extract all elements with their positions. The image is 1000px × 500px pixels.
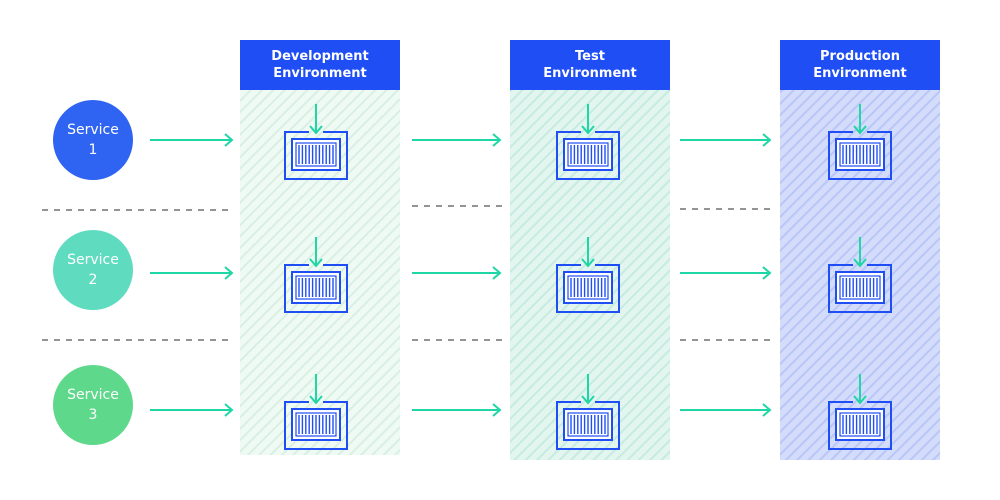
shipping-container-icon (556, 374, 620, 450)
shipping-container-icon (828, 104, 892, 180)
shipping-container-icon (284, 104, 348, 180)
arrow-right-icon (150, 266, 234, 280)
arrow-right-icon (680, 266, 772, 280)
arrow-right-icon (680, 403, 772, 417)
shipping-container-icon (556, 104, 620, 180)
shipping-container-icon (556, 237, 620, 313)
arrow-right-icon (412, 403, 502, 417)
arrow-right-icon (680, 133, 772, 147)
service-3-node: Service 3 (53, 365, 133, 445)
arrow-right-icon (150, 403, 234, 417)
env-header-development: Development Environment (240, 40, 400, 90)
arrow-right-icon (150, 133, 234, 147)
service-2-node: Service 2 (53, 230, 133, 310)
arrow-right-icon (412, 133, 502, 147)
service-1-node: Service 1 (53, 100, 133, 180)
shipping-container-icon (828, 237, 892, 313)
arrow-right-icon (412, 266, 502, 280)
env-header-production: Production Environment (780, 40, 940, 90)
env-header-test: Test Environment (510, 40, 670, 90)
shipping-container-icon (284, 237, 348, 313)
shipping-container-icon (828, 374, 892, 450)
shipping-container-icon (284, 374, 348, 450)
